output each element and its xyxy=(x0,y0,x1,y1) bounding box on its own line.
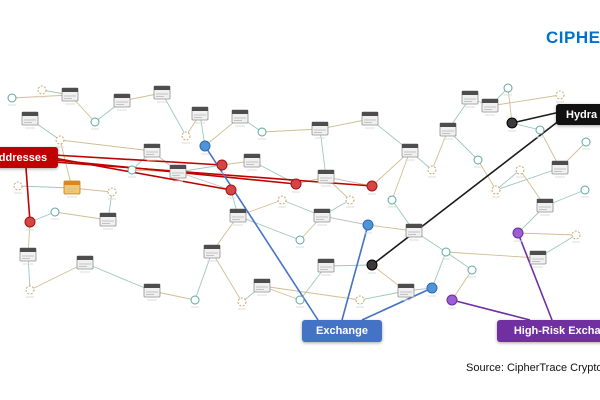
graph-node-tx[interactable] xyxy=(169,164,187,182)
graph-node-tx[interactable] xyxy=(253,278,271,296)
graph-node-a2[interactable] xyxy=(555,90,565,103)
graph-node-a1[interactable] xyxy=(7,93,17,106)
graph-node-red[interactable] xyxy=(24,216,36,231)
graph-node-tx[interactable] xyxy=(113,93,131,111)
graph-node-tx[interactable] xyxy=(361,111,379,129)
graph-node-a2[interactable] xyxy=(107,187,117,200)
ciphertrace-logo: CIPHERTRACE xyxy=(546,28,600,47)
graph-node-a2[interactable] xyxy=(515,165,525,178)
graph-node-blue[interactable] xyxy=(199,140,211,155)
graph-node-tx[interactable] xyxy=(243,153,261,171)
graph-node-tx[interactable] xyxy=(143,143,161,161)
graph-node-tx[interactable] xyxy=(401,143,419,161)
graph-node-tx[interactable] xyxy=(439,122,457,140)
graph-node-a2[interactable] xyxy=(427,165,437,178)
callout-exchange-label[interactable]: Exchange xyxy=(302,320,382,342)
graph-node-tx[interactable] xyxy=(76,255,94,273)
graph-node-a2[interactable] xyxy=(37,85,47,98)
graph-node-a2[interactable] xyxy=(571,230,581,243)
graph-node-purple[interactable] xyxy=(512,227,524,242)
graph-node-a2[interactable] xyxy=(355,295,365,308)
graph-node-tx[interactable] xyxy=(481,98,499,116)
callout-addresses-label[interactable]: Addresses xyxy=(0,147,58,168)
graph-node-a2[interactable] xyxy=(237,297,247,310)
graph-node-a1[interactable] xyxy=(295,295,305,308)
graph-node-a2[interactable] xyxy=(491,185,501,198)
graph-node-red[interactable] xyxy=(290,178,302,193)
graph-node-tx[interactable] xyxy=(19,247,37,265)
graph-node-red[interactable] xyxy=(225,184,237,199)
graph-node-tx[interactable] xyxy=(21,111,39,129)
graph-node-purple[interactable] xyxy=(446,294,458,309)
graph-node-orange[interactable] xyxy=(63,180,81,198)
graph-node-a2[interactable] xyxy=(345,195,355,208)
graph-callout-lines xyxy=(25,111,561,321)
graph-node-tx[interactable] xyxy=(99,212,117,230)
graph-node-a1[interactable] xyxy=(581,137,591,150)
graph-node-red[interactable] xyxy=(216,159,228,174)
graph-node-tx[interactable] xyxy=(317,258,335,276)
source-attribution: Source: CipherTrace Cryptocurrency Intel… xyxy=(466,362,600,374)
graph-node-tx[interactable] xyxy=(203,244,221,262)
graph-node-a1[interactable] xyxy=(535,125,545,138)
graph-node-tx[interactable] xyxy=(317,169,335,187)
graph-node-tx[interactable] xyxy=(405,223,423,241)
graph-node-tx[interactable] xyxy=(529,250,547,268)
graph-node-tx[interactable] xyxy=(61,87,79,105)
graph-node-tx[interactable] xyxy=(551,160,569,178)
graph-node-tx[interactable] xyxy=(313,208,331,226)
graph-node-a1[interactable] xyxy=(473,155,483,168)
graph-node-tx[interactable] xyxy=(153,85,171,103)
graph-node-tx[interactable] xyxy=(191,106,209,124)
graph-node-red[interactable] xyxy=(366,180,378,195)
graph-node-tx[interactable] xyxy=(231,109,249,127)
callout-high-risk-exchange-label[interactable]: High-Risk Exchange xyxy=(497,320,600,342)
graph-node-a1[interactable] xyxy=(190,295,200,308)
graph-node-a1[interactable] xyxy=(467,265,477,278)
graph-node-black[interactable] xyxy=(366,259,378,274)
graph-node-black[interactable] xyxy=(506,117,518,132)
graph-node-a1[interactable] xyxy=(127,165,137,178)
graph-node-a1[interactable] xyxy=(90,117,100,130)
graph-node-a1[interactable] xyxy=(503,83,513,96)
graph-node-a1[interactable] xyxy=(441,247,451,260)
graph-node-a2[interactable] xyxy=(181,131,191,144)
graph-node-a1[interactable] xyxy=(387,195,397,208)
graph-node-a1[interactable] xyxy=(580,185,590,198)
graph-node-blue[interactable] xyxy=(362,219,374,234)
graph-nodes xyxy=(7,83,591,310)
graph-node-tx[interactable] xyxy=(461,90,479,108)
graph-node-a1[interactable] xyxy=(50,207,60,220)
graph-node-a1[interactable] xyxy=(257,127,267,140)
graph-node-tx[interactable] xyxy=(397,283,415,301)
graph-node-tx[interactable] xyxy=(311,121,329,139)
callout-hydra-label[interactable]: Hydra xyxy=(556,104,600,125)
graph-node-tx[interactable] xyxy=(536,198,554,216)
graph-node-a2[interactable] xyxy=(25,285,35,298)
graph-node-a2[interactable] xyxy=(277,195,287,208)
graph-node-a2[interactable] xyxy=(55,135,65,148)
graph-node-tx[interactable] xyxy=(143,283,161,301)
graph-node-a2[interactable] xyxy=(13,181,23,194)
graph-node-tx[interactable] xyxy=(229,208,247,226)
graph-node-a1[interactable] xyxy=(295,235,305,248)
graph-node-blue[interactable] xyxy=(426,282,438,297)
